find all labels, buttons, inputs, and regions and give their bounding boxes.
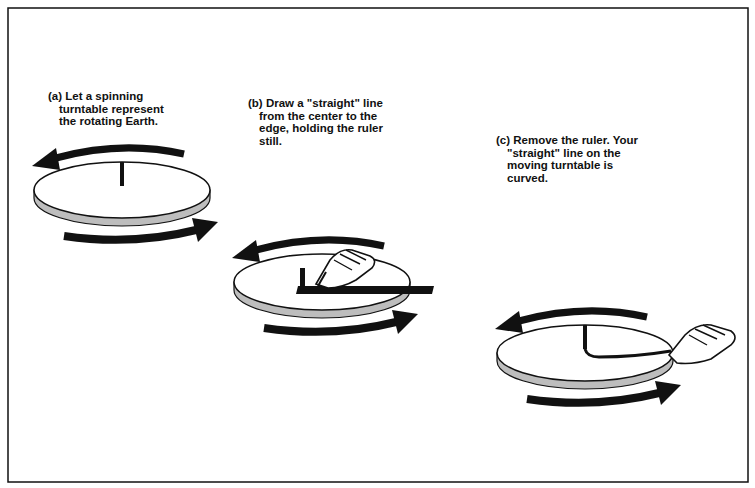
panel-caption: (c) Remove the ruler. Your "straight" li… (496, 134, 647, 184)
panel-caption: (b) Draw a "straight" line from the cent… (248, 97, 387, 147)
frame (8, 8, 748, 482)
turntable-c (495, 311, 735, 405)
turntable-a (32, 148, 218, 242)
panel-caption: (a) Let a spinning turntable represent t… (48, 90, 181, 128)
turntable-b (232, 240, 434, 334)
